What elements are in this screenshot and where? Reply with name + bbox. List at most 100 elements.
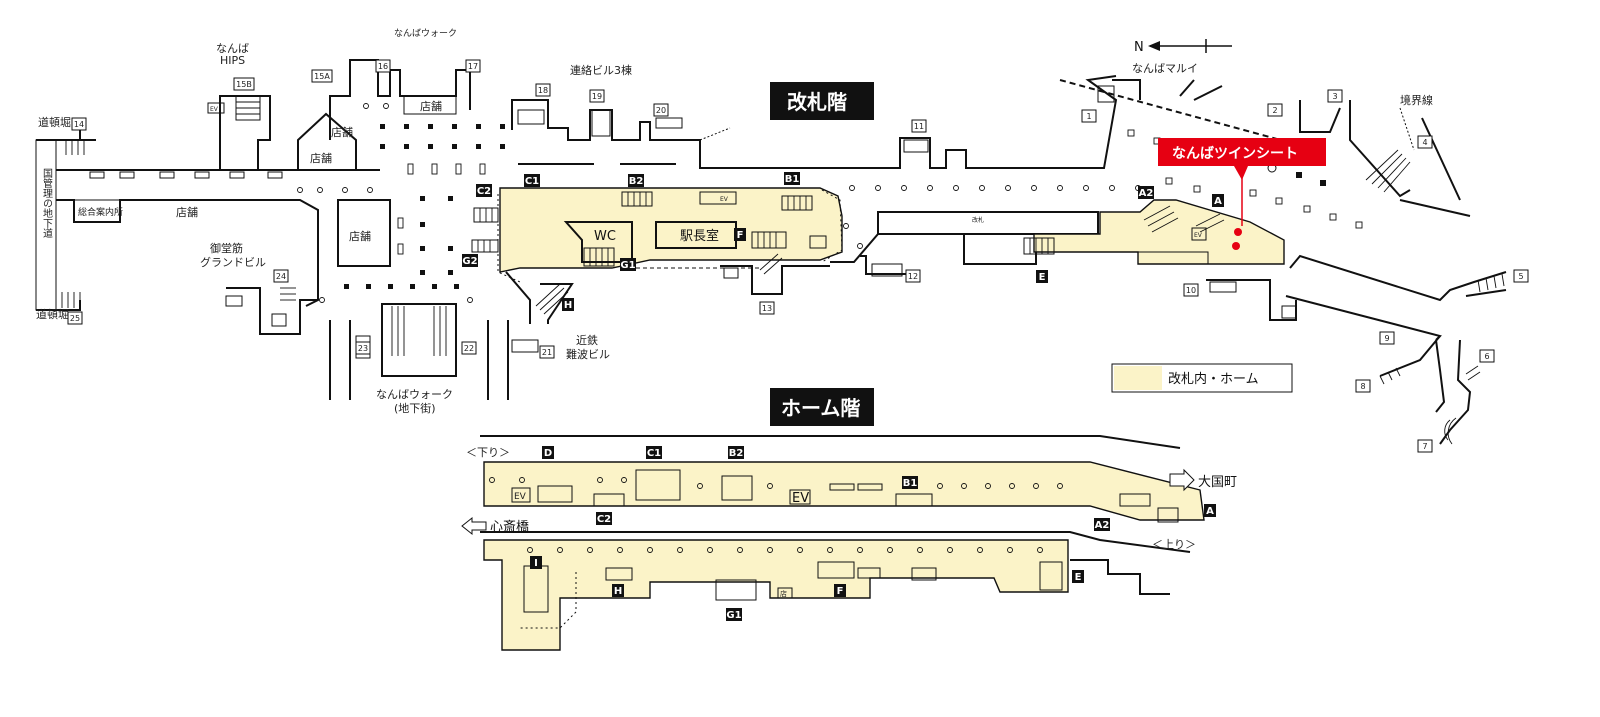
gate-c2-concourse: C2 bbox=[476, 184, 492, 197]
stairs-b2 bbox=[621, 191, 653, 207]
svg-text:B2: B2 bbox=[729, 448, 744, 459]
stairs-6 bbox=[1465, 365, 1481, 381]
svg-text:21: 21 bbox=[542, 348, 552, 357]
gate-d-concourse: D bbox=[542, 446, 554, 459]
exit-20: 20 bbox=[653, 103, 669, 117]
plaza-pillars bbox=[344, 124, 505, 289]
exit-1: 1 bbox=[1081, 109, 1097, 123]
info-center-box bbox=[73, 199, 121, 223]
svg-text:F: F bbox=[837, 586, 844, 597]
svg-text:B1: B1 bbox=[785, 174, 800, 185]
svg-text:C2: C2 bbox=[597, 514, 611, 525]
svg-text:18: 18 bbox=[538, 86, 548, 95]
gate-a-platform: A bbox=[1204, 504, 1216, 517]
platform-down bbox=[483, 461, 1205, 521]
svg-text:I: I bbox=[534, 558, 538, 569]
namba-walk-ug-label-2: (地下街) bbox=[394, 401, 436, 415]
exit-24: 24 bbox=[273, 269, 289, 283]
exit-6: 6 bbox=[1479, 349, 1495, 363]
svg-text:12: 12 bbox=[908, 272, 918, 281]
platform-pillars bbox=[489, 477, 1063, 553]
svg-text:6: 6 bbox=[1484, 352, 1489, 361]
exit-22: 22 bbox=[461, 341, 477, 355]
ev-hips bbox=[207, 102, 225, 114]
north-label: N bbox=[1134, 40, 1144, 55]
svg-text:5: 5 bbox=[1518, 272, 1523, 281]
gate-c1-platform: C1 bbox=[646, 446, 662, 459]
svg-text:15B: 15B bbox=[236, 80, 252, 89]
exit-12: 12 bbox=[905, 269, 921, 283]
svg-text:11: 11 bbox=[914, 122, 924, 131]
north-arrow: N bbox=[1134, 39, 1232, 55]
kanri-tunnel-label: 国管理の地下道 bbox=[41, 168, 53, 238]
shop-top: 店舗 bbox=[420, 99, 442, 113]
stairs-8 bbox=[1379, 367, 1401, 385]
stairs-12 bbox=[871, 263, 903, 277]
svg-text:4: 4 bbox=[1422, 138, 1427, 147]
stairs-7 bbox=[1444, 417, 1457, 445]
namba-walk-ug-label-1: なんばウォーク bbox=[376, 388, 453, 401]
svg-text:3: 3 bbox=[1332, 92, 1337, 101]
exit-19: 19 bbox=[589, 89, 605, 103]
gate-h-concourse: H bbox=[562, 298, 574, 311]
stairs-19 bbox=[591, 109, 611, 137]
svg-text:7: 7 bbox=[1422, 442, 1427, 451]
midosuji-label-1: 御堂筋 bbox=[210, 241, 243, 255]
to-shinsaibashi-arrow: 心斎橋 bbox=[461, 516, 529, 536]
svg-text:E: E bbox=[1075, 572, 1082, 583]
shop-center: 店舗 bbox=[349, 229, 371, 243]
stairs-e bbox=[1023, 237, 1055, 255]
dotonbori-top-label: 道頓堀 bbox=[38, 115, 71, 129]
gate-b2-concourse: B2 bbox=[628, 174, 644, 187]
twin-seat-marker-1 bbox=[1234, 228, 1242, 236]
svg-text:C1: C1 bbox=[525, 176, 539, 187]
svg-text:A2: A2 bbox=[1095, 520, 1110, 531]
svg-text:C1: C1 bbox=[647, 448, 661, 459]
svg-text:10: 10 bbox=[1186, 286, 1196, 295]
exit-17: 17 bbox=[465, 59, 481, 73]
platform-down-details bbox=[511, 469, 1179, 523]
gate-i-concourse: I bbox=[530, 556, 542, 569]
svg-text:B2: B2 bbox=[629, 176, 644, 187]
svg-text:A: A bbox=[1206, 506, 1214, 517]
gate-f-platform: F bbox=[834, 584, 846, 597]
down-direction-label: ＜下り＞ bbox=[466, 446, 510, 459]
stairs-f bbox=[751, 231, 787, 249]
exit-9: 9 bbox=[1379, 331, 1395, 345]
stairs-13 bbox=[759, 253, 783, 275]
renraku-label: 連絡ビル3棟 bbox=[570, 63, 632, 77]
exit-21: 21 bbox=[539, 345, 555, 359]
svg-text:15A: 15A bbox=[314, 72, 330, 81]
shop-left-2: 店舗 bbox=[310, 151, 332, 165]
hips-label-2: HIPS bbox=[220, 54, 245, 67]
exit-25: 25 bbox=[67, 311, 83, 325]
up-direction-label: ＜上り＞ bbox=[1152, 538, 1196, 551]
exit-11: 11 bbox=[911, 119, 927, 133]
ev-concourse-label: EV bbox=[720, 196, 729, 203]
exit-23: 23 bbox=[355, 341, 371, 355]
exit-10: 10 bbox=[1183, 283, 1199, 297]
svg-text:19: 19 bbox=[592, 92, 602, 101]
gate-a-concourse: A bbox=[1212, 194, 1224, 207]
platform-up bbox=[483, 539, 1069, 651]
stairs-25 bbox=[61, 292, 81, 308]
gate-c1-concourse: C1 bbox=[524, 174, 540, 187]
gate-b1-platform: B1 bbox=[902, 476, 918, 489]
kintetsu-label-2: 難波ビル bbox=[566, 348, 610, 361]
stairs-15b bbox=[235, 95, 261, 121]
gate-g1-platform: G1 bbox=[726, 608, 742, 621]
svg-text:20: 20 bbox=[656, 106, 666, 115]
stairs-c2 bbox=[473, 207, 499, 223]
gate-b2-platform: B2 bbox=[728, 446, 744, 459]
gate-b1-concourse: B1 bbox=[784, 172, 800, 185]
svg-text:16: 16 bbox=[378, 62, 388, 71]
stairs-g1 bbox=[583, 247, 615, 267]
paid-area-concourse-east bbox=[1033, 199, 1285, 265]
svg-text:改札階: 改札階 bbox=[787, 90, 847, 114]
svg-text:13: 13 bbox=[762, 304, 772, 313]
legend-label: 改札内・ホーム bbox=[1168, 371, 1259, 387]
ev-east-label: EV bbox=[1194, 232, 1203, 239]
platform-up-details bbox=[523, 561, 1063, 613]
